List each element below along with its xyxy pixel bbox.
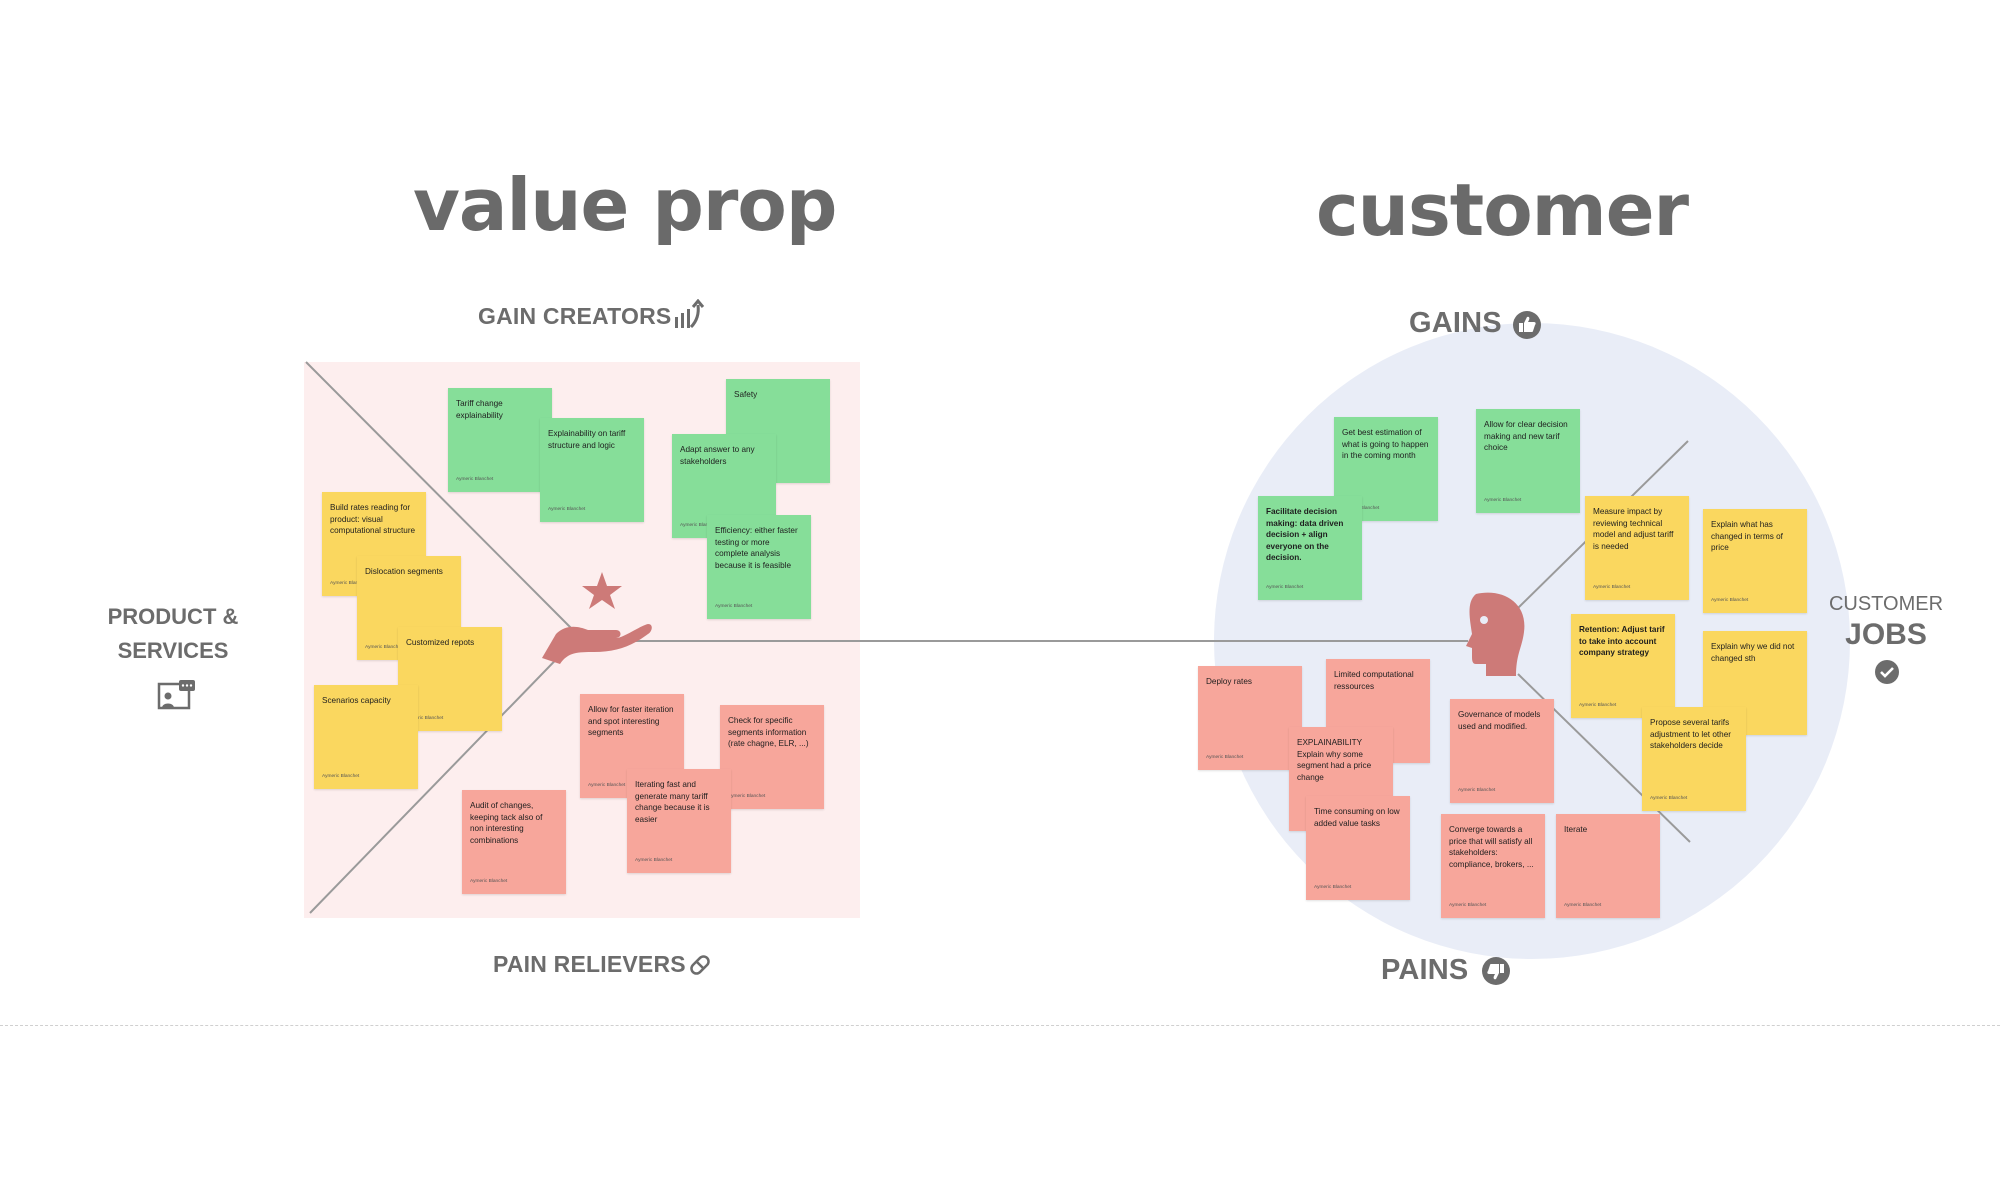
gains-label: GAINS [1409,307,1502,340]
note-author: Aymeric Blanchet [470,876,507,888]
note-gc-1[interactable]: Tariff change explainability Aymeric Bla… [448,388,552,492]
note-text: Measure impact by reviewing technical mo… [1593,506,1681,552]
note-text: Dislocation segments [365,566,453,578]
note-author: Aymeric Blanchet [456,474,493,486]
note-author: Aymeric Blanchet [1650,793,1687,805]
note-text: Adapt answer to any stakeholders [680,444,768,467]
note-author: Aymeric Blanchet [322,771,359,783]
note-author: Aymeric Blanchet [728,791,765,803]
note-text: Allow for faster iteration and spot inte… [588,704,676,739]
note-text: Build rates reading for product: visual … [330,502,418,537]
note-j-3[interactable]: Retention: Adjust tarif to take into acc… [1571,614,1675,718]
customer-jobs-line1: CUSTOMER [1818,590,1954,618]
bottom-divider [0,1025,2000,1026]
note-text: Check for specific segments information … [728,715,816,750]
note-author: Aymeric Blanchet [1579,700,1616,712]
product-services-line2: SERVICES [98,634,248,668]
note-p-6[interactable]: Converge towards a price that will satis… [1441,814,1545,918]
note-j-2[interactable]: Explain what has changed in terms of pri… [1703,509,1807,613]
note-j-1[interactable]: Measure impact by reviewing technical mo… [1585,496,1689,600]
note-gc-2[interactable]: Explainability on tariff structure and l… [540,418,644,522]
note-author: Aymeric Blanchet [1458,785,1495,797]
note-text: Retention: Adjust tarif to take into acc… [1579,624,1667,659]
note-p-1[interactable]: Deploy rates Aymeric Blanchet [1198,666,1302,770]
note-text: Converge towards a price that will satis… [1449,824,1537,870]
note-author: Aymeric Blanchet [365,642,402,654]
note-text: Tariff change explainability [456,398,544,421]
note-text: Iterating fast and generate many tariff … [635,779,723,825]
note-text: Allow for clear decision making and new … [1484,419,1572,454]
customer-jobs-line2: JOBS [1818,618,1954,652]
note-text: Governance of models used and modified. [1458,709,1546,732]
note-author: Aymeric Blanchet [635,855,672,867]
note-text: Facilitate decision making: data driven … [1266,506,1354,564]
note-author: Aymeric Blanchet [1711,595,1748,607]
pains-label: PAINS [1381,954,1468,987]
checkmark-icon [1874,659,1900,690]
note-gc-5[interactable]: Efficiency: either faster testing or mor… [707,515,811,619]
note-text: Scenarios capacity [322,695,410,707]
note-text: Explainability on tariff structure and l… [548,428,636,451]
note-author: Aymeric Blanchet [548,504,585,516]
note-author: Aymeric Blanchet [715,601,752,613]
note-author: Aymeric Blanchet [588,780,625,792]
note-author: Aymeric Blanchet [1206,752,1243,764]
note-text: Iterate [1564,824,1652,836]
note-text: Explain why we did not changed sth [1711,641,1799,664]
head-profile-icon [1462,590,1532,685]
pain-relievers-label: PAIN RELIEVERS [493,951,686,978]
note-j-5[interactable]: Propose several tarifs adjustment to let… [1642,707,1746,811]
note-g-2[interactable]: Allow for clear decision making and new … [1476,409,1580,513]
product-services-line1: PRODUCT & [98,600,248,634]
note-text: Get best estimation of what is going to … [1342,427,1430,462]
note-text: Propose several tarifs adjustment to let… [1650,717,1738,752]
customer-jobs-label: CUSTOMER JOBS [1818,590,1954,652]
note-text: EXPLAINABILITY Explain why some segment … [1297,737,1385,783]
note-text: Audit of changes, keeping tack also of n… [470,800,558,846]
note-text: Customized repots [406,637,494,649]
note-author: Aymeric Blanchet [1564,900,1601,912]
note-author: Aymeric Blanchet [1484,495,1521,507]
note-text: Deploy rates [1206,676,1294,688]
note-author: Aymeric Blanchet [1449,900,1486,912]
note-text: Time consuming on low added value tasks [1314,806,1402,829]
note-author: Aymeric Blanchet [1593,582,1630,594]
note-pr-4[interactable]: Audit of changes, keeping tack also of n… [462,790,566,894]
note-text: Efficiency: either faster testing or mor… [715,525,803,571]
note-pr-3[interactable]: Iterating fast and generate many tariff … [627,769,731,873]
note-ps-4[interactable]: Scenarios capacity Aymeric Blanchet [314,685,418,789]
note-pr-2[interactable]: Check for specific segments information … [720,705,824,809]
note-text: Safety [734,389,822,401]
gain-creators-label: GAIN CREATORS [478,303,671,330]
note-p-7[interactable]: Iterate Aymeric Blanchet [1556,814,1660,918]
growth-chart-icon [673,299,707,336]
note-p-4[interactable]: Governance of models used and modified. … [1450,699,1554,803]
pill-icon [686,951,714,984]
note-author: Aymeric Blanchet [1314,882,1351,894]
thumbs-down-icon [1481,956,1511,991]
product-services-label: PRODUCT & SERVICES [98,600,248,668]
note-text: Explain what has changed in terms of pri… [1711,519,1799,554]
note-text: Limited computational ressources [1334,669,1422,692]
note-author: Aymeric Blanchet [1266,582,1303,594]
note-g-3[interactable]: Facilitate decision making: data driven … [1258,496,1362,600]
thumbs-up-icon [1512,310,1542,345]
presentation-icon [157,678,197,717]
note-p-5[interactable]: Time consuming on low added value tasks … [1306,796,1410,900]
hand-with-star-icon [538,568,654,673]
